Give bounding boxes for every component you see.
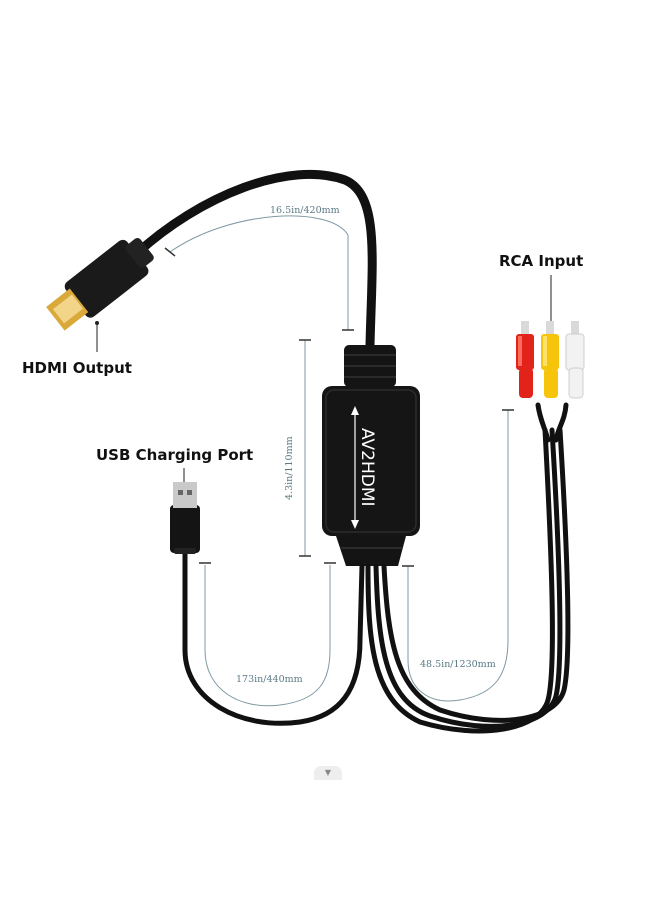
usb-cable-dimension: 173in/440mm [236, 674, 303, 685]
usb-metal-connector [173, 482, 197, 508]
rca-plug-red [516, 321, 534, 398]
dimension-lines [164, 215, 514, 707]
converter-body [322, 386, 420, 536]
rca-plug-white [565, 321, 585, 399]
rca-input-label: RCA Input [499, 252, 584, 270]
rca-cable-dimension: 48.5in/1230mm [420, 659, 496, 670]
chevron-down-icon[interactable]: ▼ [314, 766, 342, 780]
hdmi-output-label: HDMI Output [22, 359, 132, 377]
usb-cable [182, 547, 365, 726]
rca-cables [365, 402, 571, 734]
hdmi-plug [46, 237, 154, 331]
bottom-strain-relief [336, 536, 406, 566]
hdmi-cable-dimension-line [169, 215, 349, 330]
usb-charging-port-label: USB Charging Port [96, 446, 254, 464]
body-dimension: 4.3in/110mm [284, 436, 295, 500]
hdmi-cable-dimension: 16.5in/420mm [270, 205, 340, 216]
device-label: AV2HDMI [357, 428, 377, 507]
usb-cable-dimension-line [204, 565, 331, 707]
usb-plug-housing [170, 505, 200, 553]
rca-cable-dimension-line [407, 410, 509, 702]
hdmi-cable [130, 169, 377, 350]
rca-plug-yellow [541, 321, 559, 398]
